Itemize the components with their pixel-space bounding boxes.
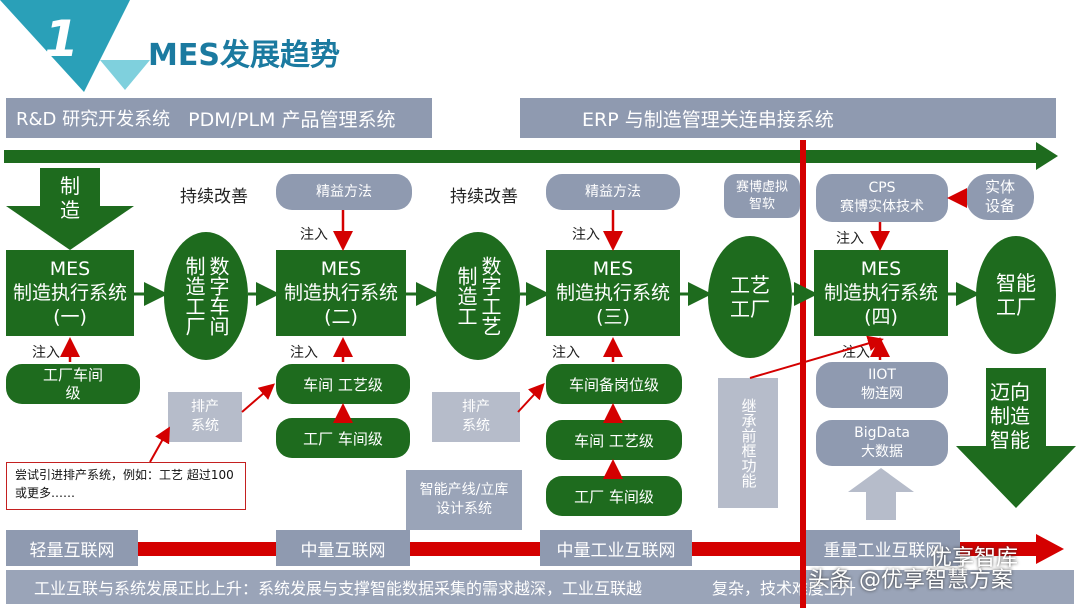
cps-line2: 赛博实体技术 — [840, 199, 924, 215]
process-pill-2: 车间 工艺级 — [276, 364, 410, 404]
erp-bar: ERP 与制造管理关连串接系统 — [520, 98, 1056, 138]
inject-label-3a: 注入 — [572, 227, 600, 243]
header-number: 1 — [44, 10, 79, 68]
oval3-text: 工艺工厂 — [730, 273, 770, 321]
bottom-stage-2: 中量互联网 — [276, 530, 410, 566]
mes2-line3: (二) — [324, 306, 358, 328]
mes-stage-1: MES 制造执行系统 (一) — [6, 250, 134, 336]
bottom-stage-3: 中量工业互联网 — [540, 530, 692, 566]
lean-method-2: 精益方法 — [276, 174, 412, 210]
entity-text: 实体设备 — [984, 178, 1015, 215]
red-divider — [800, 140, 806, 608]
iiot-line1: IIOT — [868, 367, 896, 383]
workshop-pill-2: 工厂 车间级 — [276, 418, 410, 458]
footer-right-text: 复杂，技术难度上升 — [712, 579, 857, 598]
manufacturing-down-arrow — [6, 168, 134, 250]
smart-arrow-label: 迈向制造智能 — [990, 380, 1030, 452]
footer-left-text: 工业互联与系统发展正比上升：系统发展与支撑智能数据采集的需求越深，工业互联越 — [34, 579, 643, 598]
scheduling-text-3: 排产系统 — [462, 399, 490, 434]
mes1-line3: (一) — [53, 306, 87, 328]
oval4-text: 智能工厂 — [996, 271, 1036, 319]
mes4-line2: 制造执行系统 — [823, 282, 938, 304]
inject-label-2a: 注入 — [300, 227, 328, 243]
watermark-line2: 头条 @优享智慧方案 — [808, 568, 1013, 593]
scheduling-box-2: 排产系统 — [168, 392, 242, 442]
manufacturing-label: 制造 — [60, 174, 80, 222]
bottom-stage-1: 轻量互联网 — [6, 530, 138, 566]
cps-box: CPS 赛博实体技术 — [816, 174, 948, 222]
mes1-line1: MES — [49, 258, 91, 280]
cyber-virtual-text: 赛博虚拟智软 — [735, 180, 788, 212]
inherit-box: 继承前框功能 — [718, 378, 778, 508]
mes2-line2: 制造执行系统 — [283, 282, 398, 304]
rd-label: R&D 研究开发系统 — [16, 109, 171, 130]
entity-device-box: 实体设备 — [966, 174, 1034, 220]
oval-process-factory: 工艺工厂 — [708, 236, 792, 358]
mes4-line1: MES — [860, 258, 902, 280]
footer-bar: 工业互联与系统发展正比上升：系统发展与支撑智能数据采集的需求越深，工业互联越 复… — [6, 570, 1074, 604]
iiot-box: IIOT 物连网 — [816, 362, 948, 408]
scheduling-box-3: 排产系统 — [432, 392, 520, 442]
erp-label: ERP 与制造管理关连串接系统 — [582, 108, 834, 131]
oval1-text: 数字车间 制造工厂 — [182, 256, 230, 336]
scheduling-text-2: 排产系统 — [191, 399, 219, 434]
inject-label-4a: 注入 — [836, 231, 864, 247]
improve-label-3: 持续改善 — [450, 187, 518, 207]
process-pill-3: 车间 工艺级 — [546, 420, 682, 460]
mes3-line3: (三) — [596, 306, 630, 328]
mes-stage-3: MES 制造执行系统 (三) — [546, 250, 680, 336]
progress-arrow — [4, 142, 1058, 170]
mes3-line2: 制造执行系统 — [555, 282, 670, 304]
oval-digital-process: 数字工艺 制造工 — [436, 232, 520, 360]
inject-label-4b: 注入 — [842, 345, 870, 361]
bigdata-line1: BigData — [854, 425, 910, 441]
mes1-line2: 制造执行系统 — [12, 282, 127, 304]
rd-bar: R&D 研究开发系统 PDM/PLM 产品管理系统 — [6, 98, 432, 138]
oval-smart-factory: 智能工厂 — [976, 236, 1056, 354]
smart-line-box: 智能产线/立库设计系统 — [406, 470, 522, 530]
workshop-pill-1: 工厂车间级 — [6, 364, 140, 404]
workshop-pill-3: 工厂 车间级 — [546, 476, 682, 516]
watermark-line1: 优享智库 — [930, 546, 1019, 571]
inject-label-2b: 注入 — [290, 345, 318, 361]
mes4-line3: (四) — [864, 306, 898, 328]
inject-label-3b: 注入 — [552, 345, 580, 361]
header-graphic — [0, 0, 150, 92]
smart-line-text: 智能产线/立库设计系统 — [419, 482, 509, 517]
mes-stage-4: MES 制造执行系统 (四) — [814, 250, 948, 336]
smart-down-arrow — [956, 368, 1076, 508]
improve-label-2: 持续改善 — [180, 187, 248, 207]
lean-method-3: 精益方法 — [546, 174, 680, 210]
cyber-virtual-box: 赛博虚拟智软 — [724, 174, 800, 218]
iiot-line2: 物连网 — [861, 386, 903, 402]
bigdata-line2: 大数据 — [861, 444, 903, 460]
mes2-line1: MES — [320, 258, 362, 280]
oval-digital-workshop: 数字车间 制造工厂 — [164, 232, 248, 360]
cps-line1: CPS — [868, 180, 896, 196]
up-arrow-bigdata — [848, 468, 914, 520]
inject-label-1: 注入 — [32, 345, 60, 361]
bigdata-box: BigData 大数据 — [816, 420, 948, 466]
mes-stage-2: MES 制造执行系统 (二) — [276, 250, 406, 336]
pdm-label: PDM/PLM 产品管理系统 — [188, 108, 396, 131]
inherit-text: 继承前框功能 — [739, 398, 758, 488]
note-box: 尝试引进排产系统，例如：工艺 超过100或更多…… — [6, 462, 246, 510]
post-pill-3: 车间备岗位级 — [546, 364, 682, 404]
mes3-line1: MES — [592, 258, 634, 280]
bottom-stage-4: 重量工业互联网 — [806, 530, 960, 566]
page-title: MES发展趋势 — [148, 38, 340, 73]
oval2-text: 数字工艺 制造工 — [454, 256, 502, 336]
